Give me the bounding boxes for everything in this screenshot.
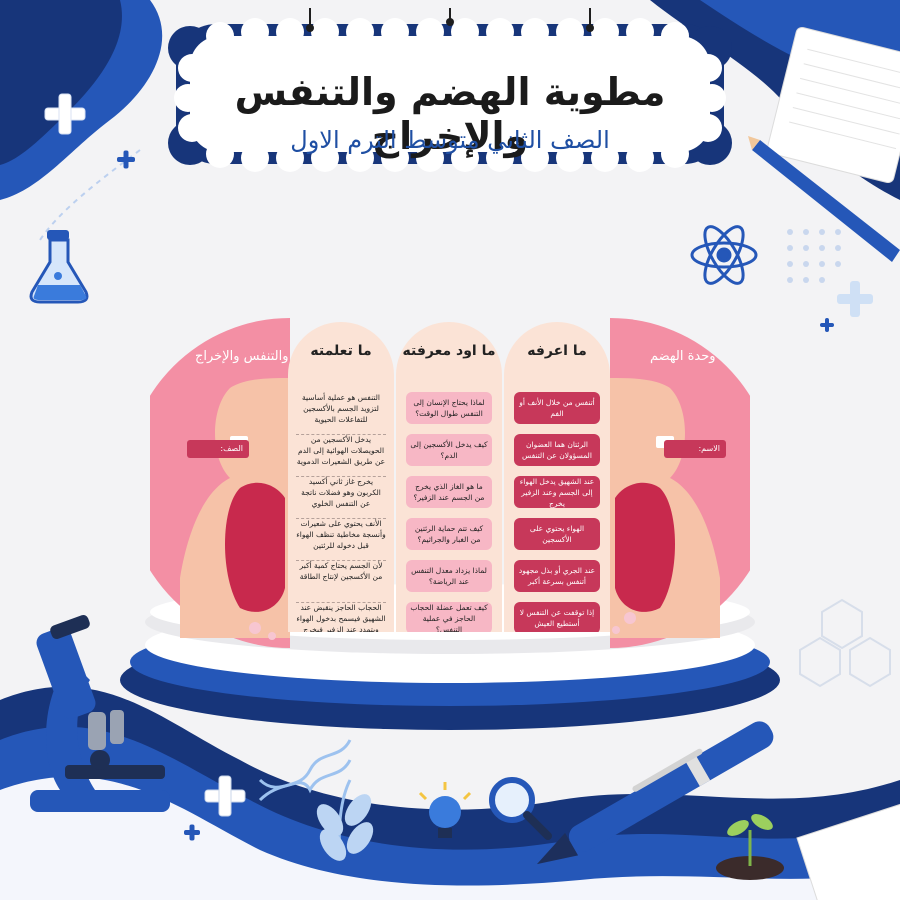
know-item: الرئتان هما العضوان المسؤولان عن التنفس <box>514 434 600 466</box>
class-field-label: الصف: <box>187 440 249 458</box>
learned-item: الحجاب الحاجز ينقبض عند الشهيق فيسمح بدخ… <box>296 602 386 632</box>
plus-icon <box>184 824 200 841</box>
plus-icon <box>837 281 873 317</box>
want-item: لماذا يزداد معدل التنفس عند الرياضة؟ <box>406 560 492 592</box>
panel-know: ما اعرفه أتنفس من خلال الأنف أو الفم الر… <box>504 322 610 632</box>
title-card: مطوية الهضم والتنفس والإخراج الصف الثاني… <box>160 8 740 176</box>
page-title: مطوية الهضم والتنفس والإخراج <box>234 70 666 158</box>
want-item: كيف يدخل الأكسجين إلى الدم؟ <box>406 434 492 466</box>
plus-icon <box>820 318 834 332</box>
page-subtitle: الصف الثاني متوسط الترم الاول <box>290 126 610 154</box>
atom-icon <box>690 225 758 285</box>
name-field-label: الاسم: <box>664 440 726 458</box>
plant-icon <box>716 814 784 880</box>
want-item: كيف تتم حماية الرئتين من الغبار والجراثي… <box>406 518 492 550</box>
plus-icon <box>44 93 86 135</box>
want-item: كيف تعمل عضلة الحجاب الحاجز في عملية الت… <box>406 602 492 632</box>
panel-want: ما اود معرفته لماذا يحتاج الإنسان إلى ال… <box>396 322 502 632</box>
know-item: عند الشهيق يدخل الهواء إلى الجسم وعند ال… <box>514 476 600 508</box>
learned-item: يدخل الأكسجين من الحويصلات الهوائية إلى … <box>296 434 386 477</box>
panel-learned: ما تعلمته التنفس هو عملية أساسية لتزويد … <box>288 322 394 632</box>
learned-item: الأنف يحتوي على شعيرات وأنسجة مخاطية تنظ… <box>296 518 386 561</box>
plus-icon <box>204 775 246 817</box>
want-item: لماذا يحتاج الإنسان إلى التنفس طوال الوق… <box>406 392 492 424</box>
want-item: ما هو الغاز الذي يخرج من الجسم عند الزفي… <box>406 476 492 508</box>
left-cover-heading: والتنفس والإخراج <box>195 349 289 364</box>
learned-item: التنفس هو عملية أساسية لتزويد الجسم بالأ… <box>296 392 386 435</box>
brochure-covers <box>150 318 750 648</box>
lungs-illustration-right <box>610 378 720 638</box>
microscope-icon <box>30 614 170 812</box>
panel-want-title: ما اود معرفته <box>402 343 496 359</box>
top-left-blob-inner <box>0 0 122 165</box>
learned-item: لأن الجسم يحتاج كمية أكبر من الأكسجين لإ… <box>296 560 386 603</box>
know-item: عند الجري أو بذل مجهود أتنفس بسرعة أكبر <box>514 560 600 592</box>
know-item: أتنفس من خلال الأنف أو الفم <box>514 392 600 424</box>
magnifier-icon <box>489 777 552 840</box>
learned-item: يخرج غاز ثاني أكسيد الكربون وهو فضلات نا… <box>296 476 386 519</box>
lungs-illustration-left <box>180 378 290 638</box>
plus-icon <box>117 150 135 169</box>
panel-learned-title: ما تعلمته <box>310 343 372 359</box>
right-cover-heading: وحدة الهضم <box>650 349 716 364</box>
lightbulb-icon <box>418 782 472 838</box>
know-item: الهواء يحتوي على الأكسجين <box>514 518 600 550</box>
dot-grid <box>787 229 841 283</box>
flask-icon <box>29 230 89 304</box>
pen-icon <box>536 721 774 865</box>
leaf-icon <box>316 779 374 861</box>
notebook-icon <box>766 26 900 184</box>
know-item: إذا توقفت عن التنفس لا أستطيع العيش <box>514 602 600 632</box>
dna-icon <box>258 739 352 802</box>
pencil-icon <box>748 136 900 262</box>
hexagon-icon <box>799 598 891 688</box>
panel-know-title: ما اعرفه <box>527 343 587 359</box>
